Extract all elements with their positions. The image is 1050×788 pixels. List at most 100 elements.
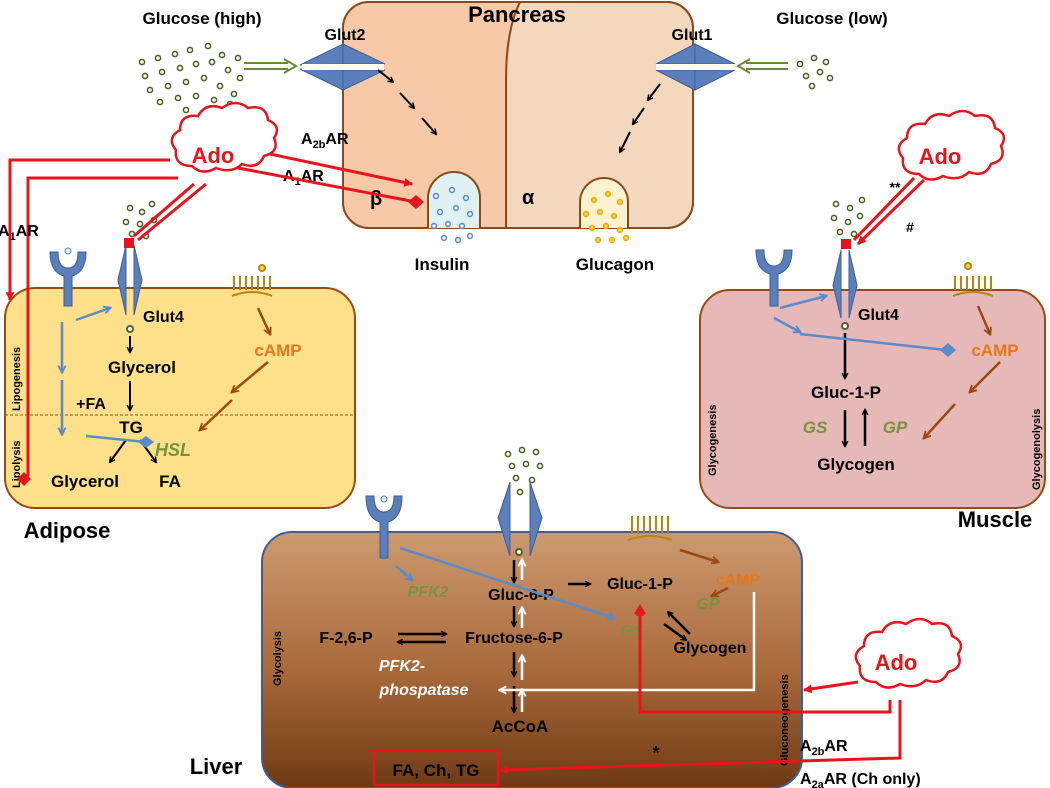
glucose-low-label: Glucose (low) xyxy=(776,9,887,28)
gluc1p-muscle-label: Gluc-1-P xyxy=(811,383,881,402)
ado-to-adipose-glut4-2 xyxy=(137,182,207,242)
insulin-granule xyxy=(427,171,481,228)
hsl-label: HSL xyxy=(155,440,191,460)
glucose-dot xyxy=(518,446,526,454)
beta-cell-region xyxy=(343,2,520,228)
liver-camp-to-phosphatase xyxy=(500,592,756,690)
glucose-dot xyxy=(216,82,224,90)
insulin-granule-dot xyxy=(440,234,448,242)
glut4-adipose-label: Glut4 xyxy=(143,309,184,326)
glucose-muscle-dots xyxy=(830,196,866,238)
glucose-dot xyxy=(192,92,200,100)
glucose-dot xyxy=(200,74,208,82)
glycerol-bottom-label: Glycerol xyxy=(51,472,119,491)
insulin-granule-dot xyxy=(466,232,474,240)
alpha-label: α xyxy=(522,187,535,209)
glucose-dot xyxy=(122,218,130,226)
glucagon-granule-dot xyxy=(604,190,612,198)
glucagon-granule-dot xyxy=(582,210,590,218)
double-star-label: ** xyxy=(890,179,901,195)
glucagon-granule-dot xyxy=(616,226,624,234)
glucose-dot xyxy=(176,64,184,72)
muscle-camp-inhibit xyxy=(799,332,947,352)
glut2-to-insulin-arrows xyxy=(377,69,436,134)
glucose-dot xyxy=(826,74,834,82)
adipose-receptor-to-glut4 xyxy=(75,308,110,322)
liver-glycogen-to-gluc1p xyxy=(668,612,691,635)
glucose-low-arrow xyxy=(736,58,788,74)
muscle-panel: Muscle Glycogenesis Glycogenolysis Glut4… xyxy=(699,179,1046,532)
glucose-dot xyxy=(204,42,212,50)
hash-label: # xyxy=(906,219,914,235)
ado-cloud-muscle: Ado xyxy=(897,109,1006,181)
glucose-dot xyxy=(830,214,838,222)
adipose-camp-to-hsl xyxy=(200,399,233,430)
glucose-dot xyxy=(164,82,172,90)
gpcr-muscle xyxy=(952,262,994,297)
camp-adipose-label: cAMP xyxy=(254,341,301,360)
accoa-label: AcCoA xyxy=(492,717,549,736)
glucagon-dots xyxy=(582,190,630,244)
glucose-dot xyxy=(138,58,146,66)
gp-liver-label: GP xyxy=(696,596,719,613)
liver-gluc1p-to-glycogen xyxy=(663,622,686,640)
adipose-gpcr-to-camp xyxy=(256,307,270,334)
tg-to-glycerol-arrow xyxy=(110,439,127,462)
glucose-dot xyxy=(224,66,232,74)
gs-liver-label: GS xyxy=(620,623,643,640)
glucose-dot xyxy=(536,462,544,470)
adipose-panel: Adipose Lipogenesis Lipolysis Glut4 Glyc… xyxy=(4,238,356,543)
glut1-label: Glut1 xyxy=(672,27,713,44)
ado-to-adipose-lipogenesis xyxy=(5,158,170,302)
muscle-camp-to-gp xyxy=(924,403,956,438)
glucose-dot xyxy=(128,230,136,238)
glucose-dot xyxy=(508,462,516,470)
f26p-label: F-2,6-P xyxy=(319,630,373,647)
glucose-dot xyxy=(822,58,830,66)
liver-panel: Liver Glycolysis Gluconeogenesis cAMP GP… xyxy=(190,446,921,788)
glucose-dot xyxy=(846,204,854,212)
ado-cloud-liver: Ado xyxy=(854,617,963,689)
liver-gpcr-to-camp xyxy=(679,548,718,562)
tg-label: TG xyxy=(119,418,143,437)
glut4-adipose xyxy=(117,244,143,316)
glycogen-liver-label: Glycogen xyxy=(674,640,747,657)
insulin-granule-dot xyxy=(454,236,462,244)
muscle-title: Muscle xyxy=(958,507,1033,532)
insulin-dots xyxy=(430,186,474,244)
glucose-dot xyxy=(126,204,134,212)
insulin-granule-dot xyxy=(452,204,460,212)
glucagon-granule-dot xyxy=(594,236,602,244)
glut1-transporter xyxy=(655,43,736,91)
gluconeogenesis-label: Gluconeogenesis xyxy=(779,674,791,766)
insulin-label: Insulin xyxy=(415,255,470,274)
glucose-liver-dots xyxy=(504,446,544,496)
glycogenolysis-label: Glycogenolysis xyxy=(1031,409,1043,490)
gs-muscle-label: GS xyxy=(803,418,828,437)
insulin-granule-dot xyxy=(444,220,452,228)
ado-label-pancreas: Ado xyxy=(192,143,235,168)
insulin-granule-dot xyxy=(458,222,466,230)
glucose-dot xyxy=(532,448,540,456)
insulin-granule-dot xyxy=(448,186,456,194)
glucose-dot xyxy=(148,200,156,208)
muscle-cell xyxy=(699,289,1046,509)
glucose-dot xyxy=(856,212,864,220)
liver-title: Liver xyxy=(190,754,243,779)
glucagon-granule-dot xyxy=(610,212,618,220)
glut2-liver xyxy=(497,481,543,557)
glucose-dot xyxy=(136,220,144,228)
fa-ch-tg-box xyxy=(372,749,500,787)
glucose-dot xyxy=(218,51,226,59)
glucagon-granule-dot xyxy=(588,224,596,232)
ado-cloud-pancreas: Ado xyxy=(170,101,279,173)
pancreas-title: Pancreas xyxy=(468,2,566,27)
glucose-dot xyxy=(234,54,242,62)
glycolysis-label: Glycolysis xyxy=(272,631,284,686)
pfk2-phos-label-2: phospatase xyxy=(379,682,469,699)
glucose-dot xyxy=(512,474,520,482)
a1ar-adipose-label: A1AR xyxy=(0,223,39,243)
glucagon-granule-dot xyxy=(596,208,604,216)
glucose-dot xyxy=(192,60,200,68)
